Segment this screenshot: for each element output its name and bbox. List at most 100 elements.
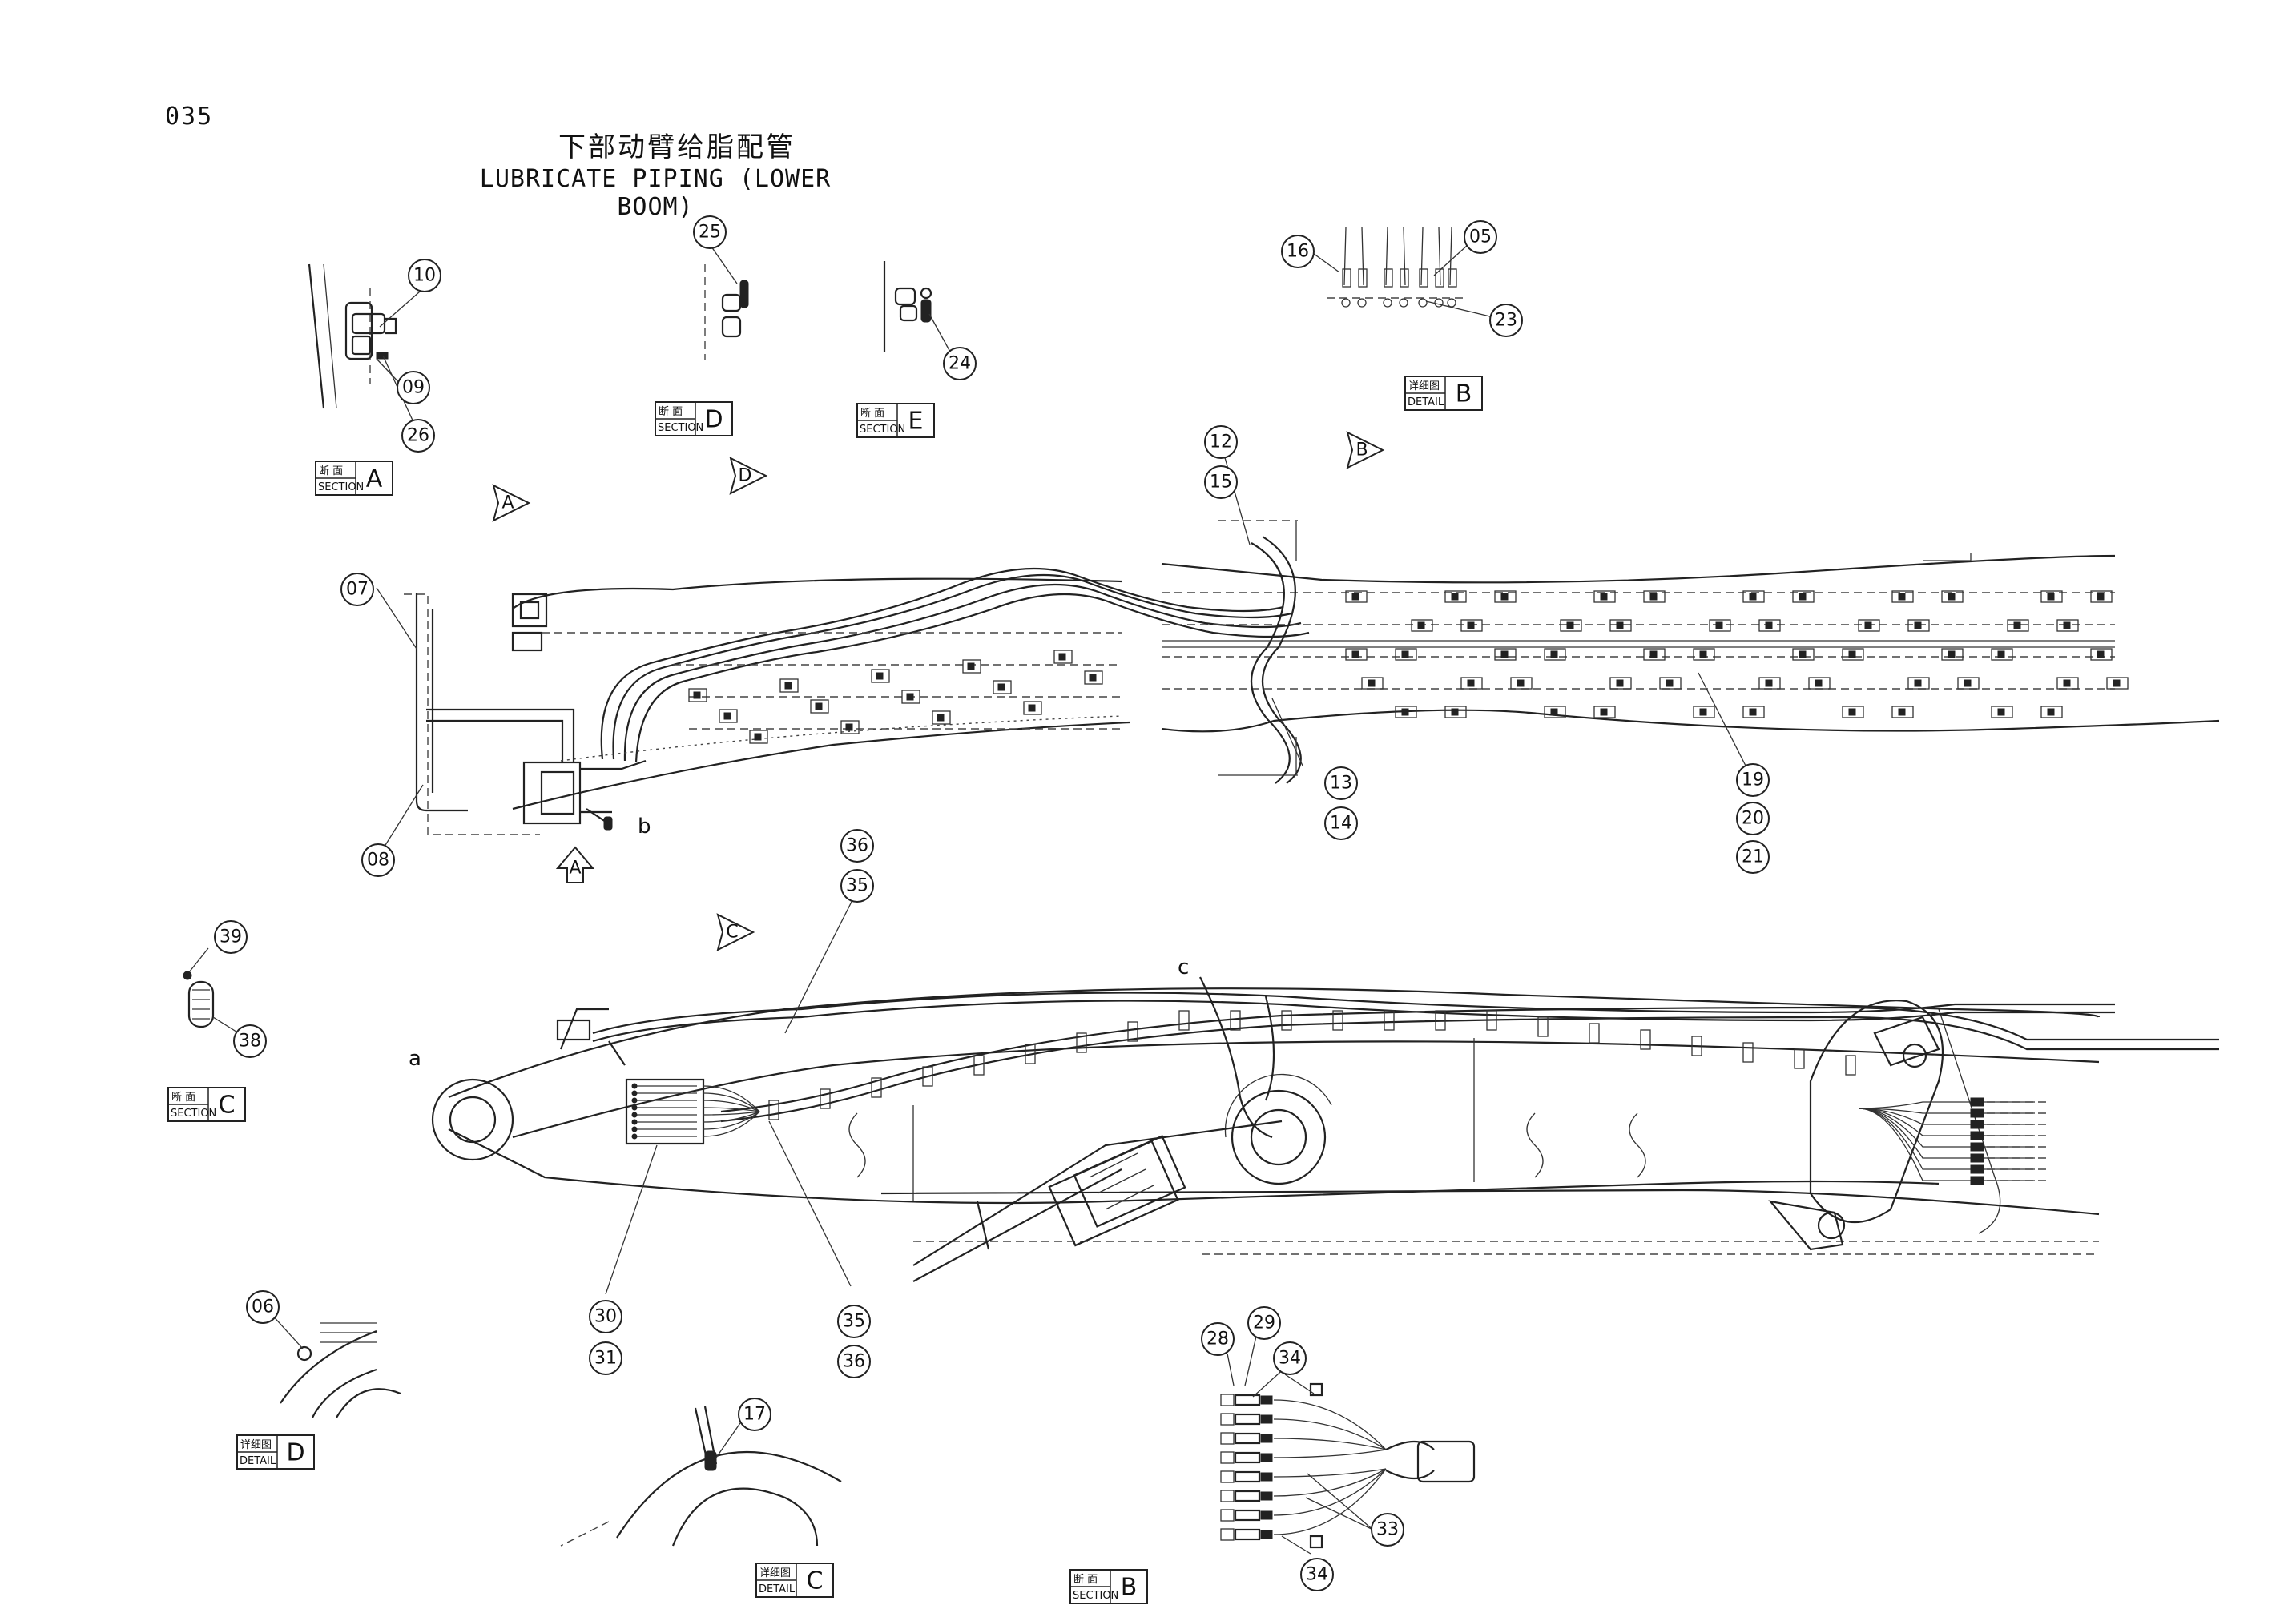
- hose-clamp: [1758, 619, 1781, 632]
- section-e-view: [883, 261, 932, 352]
- hose-clamp: [1345, 590, 1368, 603]
- hose-clamp: [1643, 590, 1666, 603]
- hose-clamp: [2040, 706, 2063, 718]
- hose-clamp: [1891, 590, 1914, 603]
- fitting: [1970, 1153, 1984, 1163]
- hose-clamp: [1991, 648, 2013, 661]
- hose: [1273, 1468, 1387, 1516]
- callout-14: 14: [1324, 806, 1358, 840]
- callout-number: 21: [1742, 847, 1764, 867]
- nipple: [1220, 1528, 1235, 1541]
- fitting: [1970, 1131, 1984, 1140]
- boom-plan-view-right: [1161, 520, 2220, 784]
- callout-number: 16: [1287, 242, 1309, 262]
- clamp-bolt: [1500, 593, 1509, 601]
- callout-10: 10: [408, 259, 441, 292]
- tag-bottom-text: DETAIL: [1408, 396, 1444, 408]
- clamp-bolt: [1500, 650, 1509, 658]
- hose: [1273, 1449, 1387, 1458]
- fitting: [1448, 268, 1457, 288]
- fitting-nut: [1260, 1472, 1273, 1482]
- clamp-bolt: [1715, 621, 1723, 629]
- clamp-bolt: [815, 702, 823, 710]
- tag-letter: C: [807, 1567, 824, 1595]
- callout-05: 05: [1464, 220, 1497, 254]
- callout-number: 19: [1742, 770, 1764, 790]
- tag-letter: D: [704, 406, 723, 434]
- view-marker-B: B: [1346, 431, 1385, 469]
- clamp-bolt: [906, 693, 914, 701]
- hose: [1273, 1399, 1387, 1450]
- tag-bottom-text: SECTION: [1073, 1590, 1118, 1602]
- callout-number: 38: [239, 1032, 261, 1052]
- hose-clamp: [1544, 706, 1566, 718]
- nipple: [1220, 1470, 1235, 1483]
- clamp-bolt: [1948, 650, 1956, 658]
- tag-letter: E: [908, 408, 924, 436]
- tube-clip: [1127, 1021, 1138, 1042]
- tube-clip: [1640, 1029, 1651, 1050]
- callout-number: 33: [1376, 1520, 1399, 1540]
- nipple: [1357, 298, 1367, 308]
- tube-clip: [1742, 1042, 1754, 1063]
- title-english: LUBRICATE PIPING (LOWER BOOM): [479, 165, 832, 221]
- nipple: [631, 1097, 638, 1104]
- hose-clamp: [1510, 677, 1533, 690]
- view-marker-letter: D: [739, 466, 752, 486]
- pipe-stub: [1420, 227, 1424, 286]
- fitting: [1970, 1164, 1984, 1174]
- clamp-bolt: [1649, 650, 1658, 658]
- clamp-bolt: [1451, 593, 1459, 601]
- fitting: [1234, 1432, 1261, 1445]
- clamp-bolt: [1997, 708, 2005, 716]
- tube-clip: [973, 1055, 985, 1076]
- tube-clip: [1281, 1010, 1292, 1031]
- callout-number: 28: [1206, 1329, 1229, 1349]
- callout-20: 20: [1736, 802, 1770, 835]
- callout-34: 34: [1300, 1558, 1334, 1591]
- callout-09: 09: [397, 371, 430, 404]
- callout-number: 39: [220, 927, 242, 947]
- nipple: [631, 1104, 638, 1111]
- hose-clamp: [1494, 648, 1517, 661]
- tube-clip: [1845, 1055, 1856, 1076]
- fitting-nut: [1260, 1414, 1273, 1424]
- fitting: [1234, 1413, 1261, 1426]
- view-marker-letter: B: [1355, 440, 1368, 461]
- clamp-bolt: [1799, 650, 1807, 658]
- hose-clamp: [1643, 648, 1666, 661]
- tag-top-text: 断 面: [171, 1092, 195, 1104]
- hose: [703, 1111, 760, 1116]
- callout-24: 24: [943, 347, 977, 380]
- hose-clamp: [1891, 706, 1914, 718]
- callout-36: 36: [840, 829, 874, 863]
- hose: [1858, 1101, 2035, 1109]
- clamp-bolt: [693, 691, 701, 699]
- detail-b-top-view: [1327, 227, 1466, 308]
- nipple: [631, 1112, 638, 1118]
- tube-clip: [1794, 1048, 1805, 1069]
- point-label-a: a: [409, 1047, 421, 1071]
- clamp-bolt: [1600, 708, 1608, 716]
- tube-clip: [1230, 1010, 1241, 1031]
- callout-number: 06: [252, 1297, 274, 1317]
- hose-clamp: [1544, 648, 1566, 661]
- tag-top-text: 断 面: [319, 465, 343, 477]
- nipple: [631, 1126, 638, 1132]
- fitting: [1234, 1528, 1261, 1541]
- tube-clip: [922, 1066, 933, 1087]
- hose-clamp: [1395, 648, 1417, 661]
- tube-clip: [1435, 1010, 1446, 1031]
- hose-clamp: [749, 730, 768, 744]
- hose-clamp: [1460, 677, 1483, 690]
- clamp-bolt: [784, 682, 792, 690]
- pipe-stub: [1449, 227, 1452, 286]
- clamp-bolt: [967, 662, 975, 670]
- hose-clamp: [1593, 706, 1616, 718]
- fitting-nut: [1260, 1453, 1273, 1462]
- clamp-bolt: [1898, 593, 1906, 601]
- hose-clamp: [1957, 677, 1980, 690]
- hose-clamp: [2056, 677, 2079, 690]
